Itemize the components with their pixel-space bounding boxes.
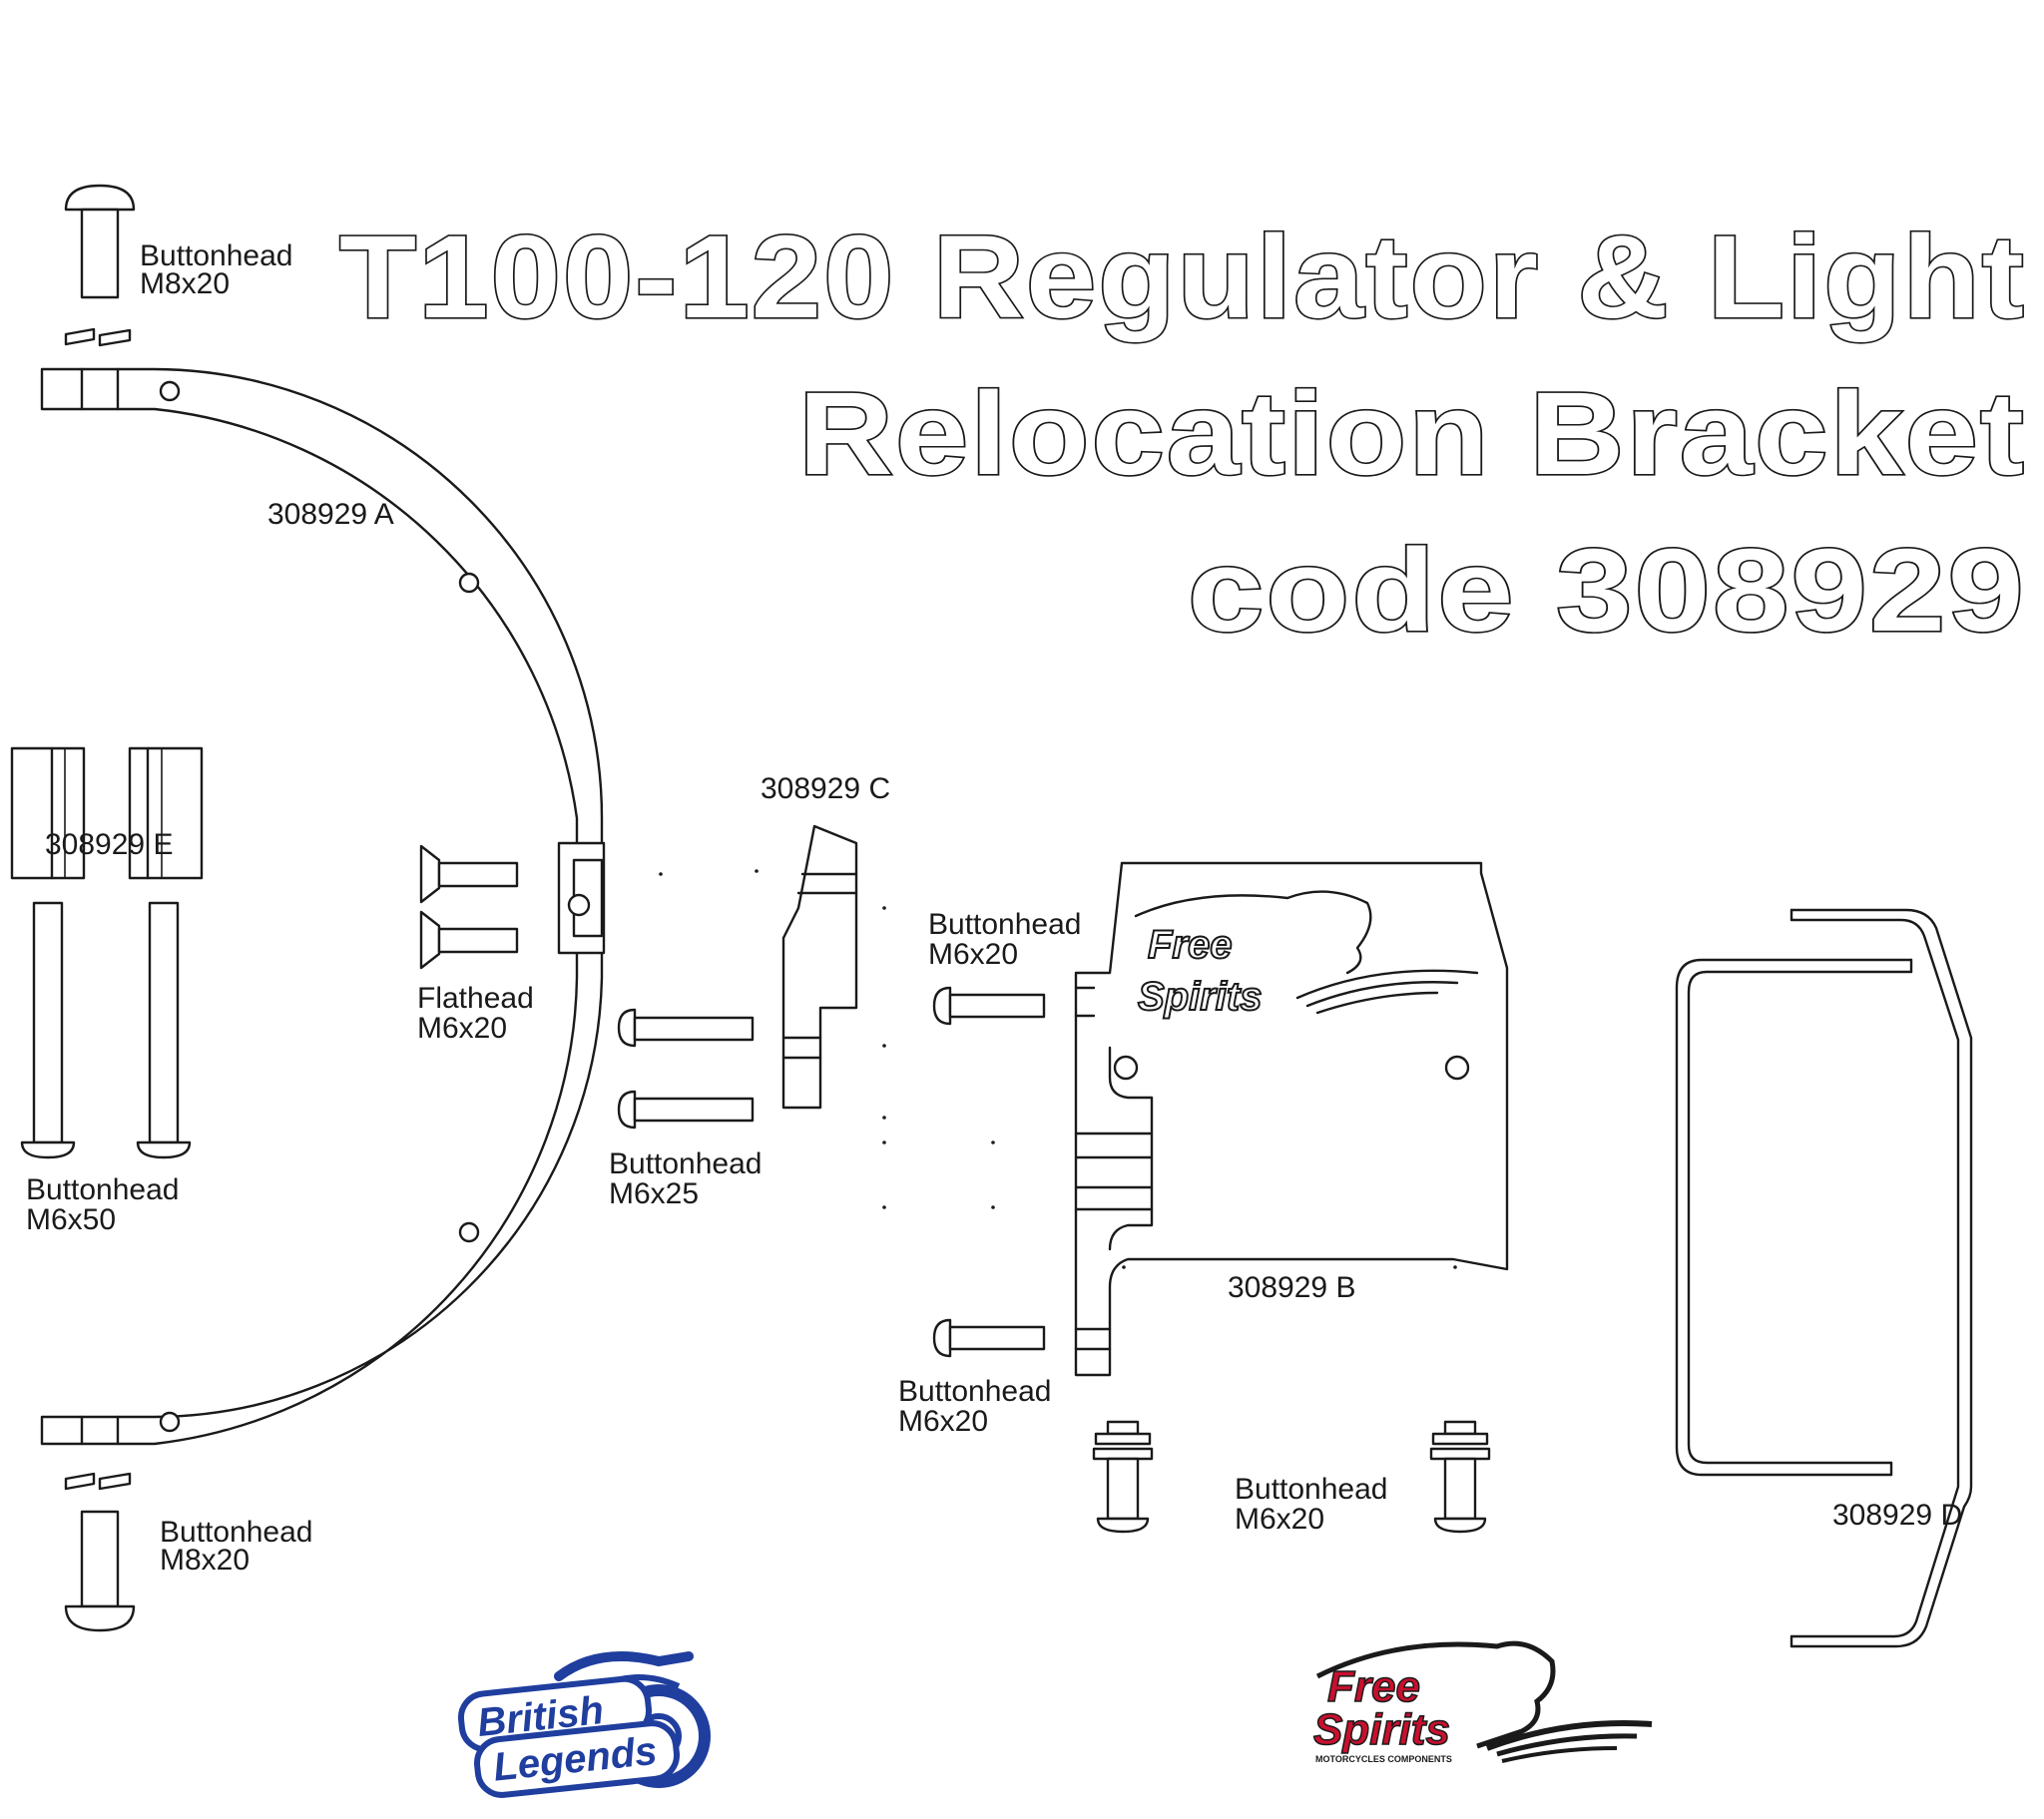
- part-b-plate: Free Spirits 308929 B: [1074, 861, 1509, 1377]
- part-c-label: 308929 C: [761, 772, 890, 805]
- part-b-label: 308929 B: [1228, 1271, 1355, 1304]
- part-e-label: 308929 E: [45, 828, 173, 861]
- hole-icon: [1444, 1055, 1470, 1081]
- bolt-plate-upper-size: M6x20: [928, 938, 1018, 971]
- hole-icon: [159, 1411, 181, 1433]
- bolts-vertical-pair: Buttonhead M6x20: [1092, 1420, 1491, 1536]
- plate-logo-free: Free: [1148, 923, 1233, 967]
- diagram-title: T100-120 Regulator & Light Relocation Br…: [337, 210, 2026, 658]
- part-c-bracket: 308929 C: [761, 772, 890, 1110]
- part-e-spacers: 308929 E: [10, 746, 204, 880]
- free-spirits-logo: Free Spirits MOTORCYCLES COMPONENTS: [1312, 1640, 1653, 1764]
- plate-free-spirits-logo: Free Spirits: [1134, 890, 1479, 1020]
- bolts-vertical-size: M6x20: [1235, 1503, 1324, 1536]
- bolt-m8x20-bottom: Buttonhead M8x20: [64, 1472, 312, 1632]
- part-d-wire-loop: 308929 D: [1675, 908, 1973, 1648]
- bolts-m6x25: Buttonhead M6x25: [609, 1008, 762, 1210]
- bolt-plate-lower: Buttonhead M6x20: [898, 1318, 1051, 1438]
- bolt-plate-upper-type: Buttonhead: [928, 908, 1081, 941]
- part-a-label: 308929 A: [267, 498, 394, 531]
- bolts-m6x50: Buttonhead M6x50: [20, 901, 192, 1236]
- hole-icon: [458, 572, 480, 594]
- bolt-m8x20-top: Buttonhead M8x20: [64, 184, 292, 347]
- bolt-plate-lower-type: Buttonhead: [898, 1375, 1051, 1408]
- title-line-1: T100-120 Regulator & Light: [339, 212, 2026, 343]
- flathead-type: Flathead: [417, 982, 534, 1015]
- title-line-3: code 308929: [1188, 525, 2026, 657]
- alignment-dots: [659, 869, 1457, 1269]
- hole-icon: [159, 380, 181, 402]
- bolt-plate-upper: Buttonhead M6x20: [928, 908, 1081, 1026]
- flathead-size: M6x20: [417, 1012, 507, 1045]
- title-line-2: Relocation Bracket: [798, 368, 2026, 500]
- bolt-bottom-type: Buttonhead: [160, 1516, 312, 1549]
- part-d-label: 308929 D: [1832, 1499, 1962, 1532]
- flathead-screws: Flathead M6x20: [417, 844, 534, 1045]
- plate-logo-spirits: Spirits: [1138, 975, 1262, 1019]
- bolts-vertical-type: Buttonhead: [1235, 1473, 1387, 1506]
- bolt-plate-lower-size: M6x20: [898, 1405, 988, 1438]
- bolt-top-type: Buttonhead: [140, 239, 292, 272]
- free-spirits-tagline: MOTORCYCLES COMPONENTS: [1315, 1754, 1452, 1764]
- free-spirits-spirits: Spirits: [1313, 1705, 1450, 1754]
- bolt-bottom-size: M8x20: [160, 1544, 250, 1577]
- hole-icon: [1113, 1055, 1139, 1081]
- bolts-m6x25-type: Buttonhead: [609, 1147, 762, 1180]
- bolt-top-size: M8x20: [140, 267, 230, 300]
- bolts-long-type: Buttonhead: [26, 1173, 179, 1206]
- free-spirits-free: Free: [1327, 1662, 1420, 1711]
- hole-icon: [567, 893, 591, 917]
- british-legends-logo: British Legends: [457, 1651, 711, 1798]
- bolts-long-size: M6x50: [26, 1203, 116, 1236]
- bolts-m6x25-size: M6x25: [609, 1177, 699, 1210]
- hole-icon: [458, 1221, 480, 1243]
- part-a-arc-bracket: 308929 A: [40, 367, 606, 1446]
